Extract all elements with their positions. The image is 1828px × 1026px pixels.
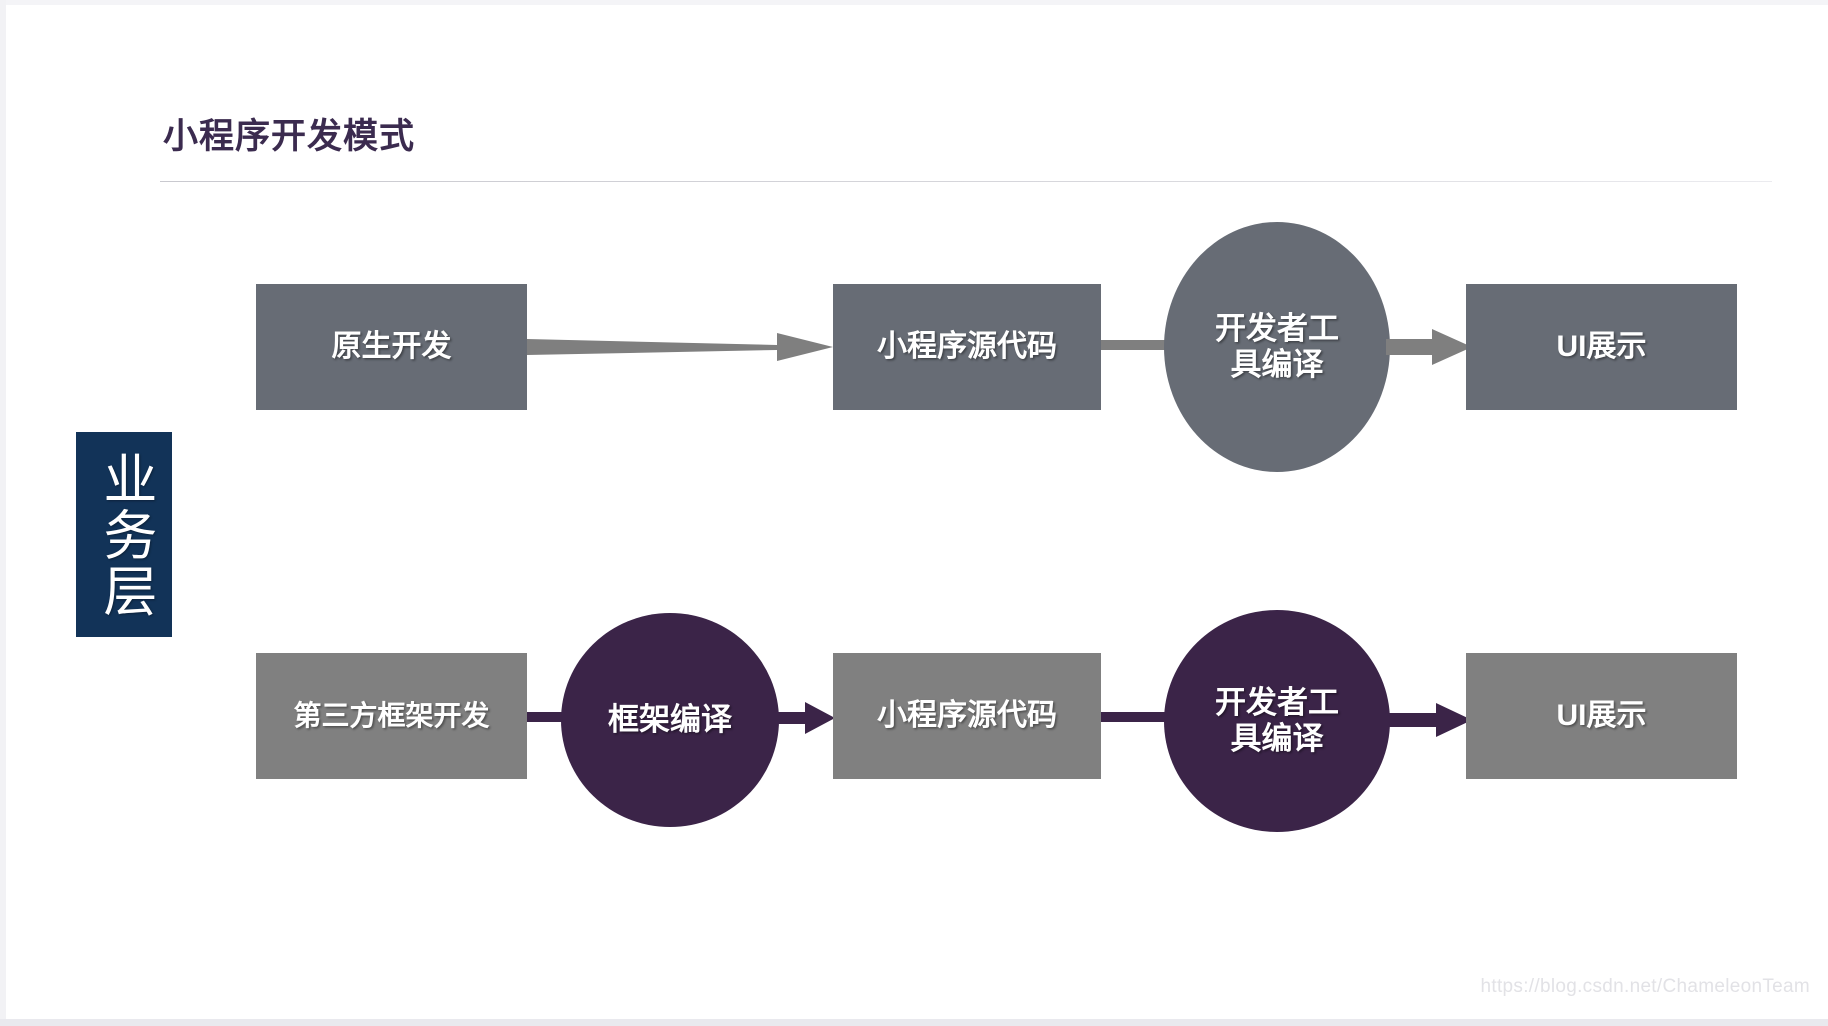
slide-bottom-edge — [0, 1019, 1828, 1026]
node-devtool-compile-bottom-label: 开发者工 具编译 — [1215, 685, 1339, 756]
title-divider — [160, 181, 1772, 182]
node-mini-source-top-label: 小程序源代码 — [877, 329, 1057, 363]
slide-top-edge — [0, 0, 1828, 5]
node-mini-source-top[interactable]: 小程序源代码 — [833, 284, 1101, 410]
node-ui-display-bottom-label: UI展示 — [1556, 698, 1647, 732]
arrow-framework-to-source — [775, 700, 835, 736]
node-devtool-compile-bottom[interactable]: 开发者工 具编译 — [1164, 610, 1390, 832]
node-framework-compile-label: 框架编译 — [608, 702, 732, 738]
node-native-dev-label: 原生开发 — [331, 329, 452, 363]
node-ui-display-bottom[interactable]: UI展示 — [1466, 653, 1737, 779]
slide-left-edge — [0, 0, 6, 1026]
node-thirdparty-dev-label: 第三方框架开发 — [293, 699, 490, 731]
layer-label-text: 业务层 — [94, 450, 155, 619]
node-framework-compile[interactable]: 框架编译 — [561, 613, 779, 827]
arrow-thirdparty-to-framework — [527, 708, 567, 726]
arrow-source-to-devtool-top — [1101, 336, 1173, 354]
node-devtool-compile-top[interactable]: 开发者工 具编译 — [1164, 222, 1390, 472]
node-ui-display-top[interactable]: UI展示 — [1466, 284, 1737, 410]
arrow-source-to-devtool-bottom — [1101, 708, 1173, 726]
watermark-text: https://blog.csdn.net/ChameleonTeam — [1480, 976, 1810, 997]
arrow-devtool-to-ui-bottom — [1386, 702, 1472, 738]
arrow-devtool-to-ui-top — [1386, 325, 1472, 369]
arrow-native-to-source — [527, 325, 833, 369]
layer-label-business: 业务层 — [76, 432, 172, 637]
node-ui-display-top-label: UI展示 — [1556, 329, 1647, 363]
node-mini-source-bottom[interactable]: 小程序源代码 — [833, 653, 1101, 779]
node-thirdparty-dev[interactable]: 第三方框架开发 — [256, 653, 527, 779]
node-devtool-compile-top-label: 开发者工 具编译 — [1215, 311, 1339, 382]
node-mini-source-bottom-label: 小程序源代码 — [877, 698, 1057, 732]
page-title: 小程序开发模式 — [163, 117, 416, 156]
node-native-dev[interactable]: 原生开发 — [256, 284, 527, 410]
